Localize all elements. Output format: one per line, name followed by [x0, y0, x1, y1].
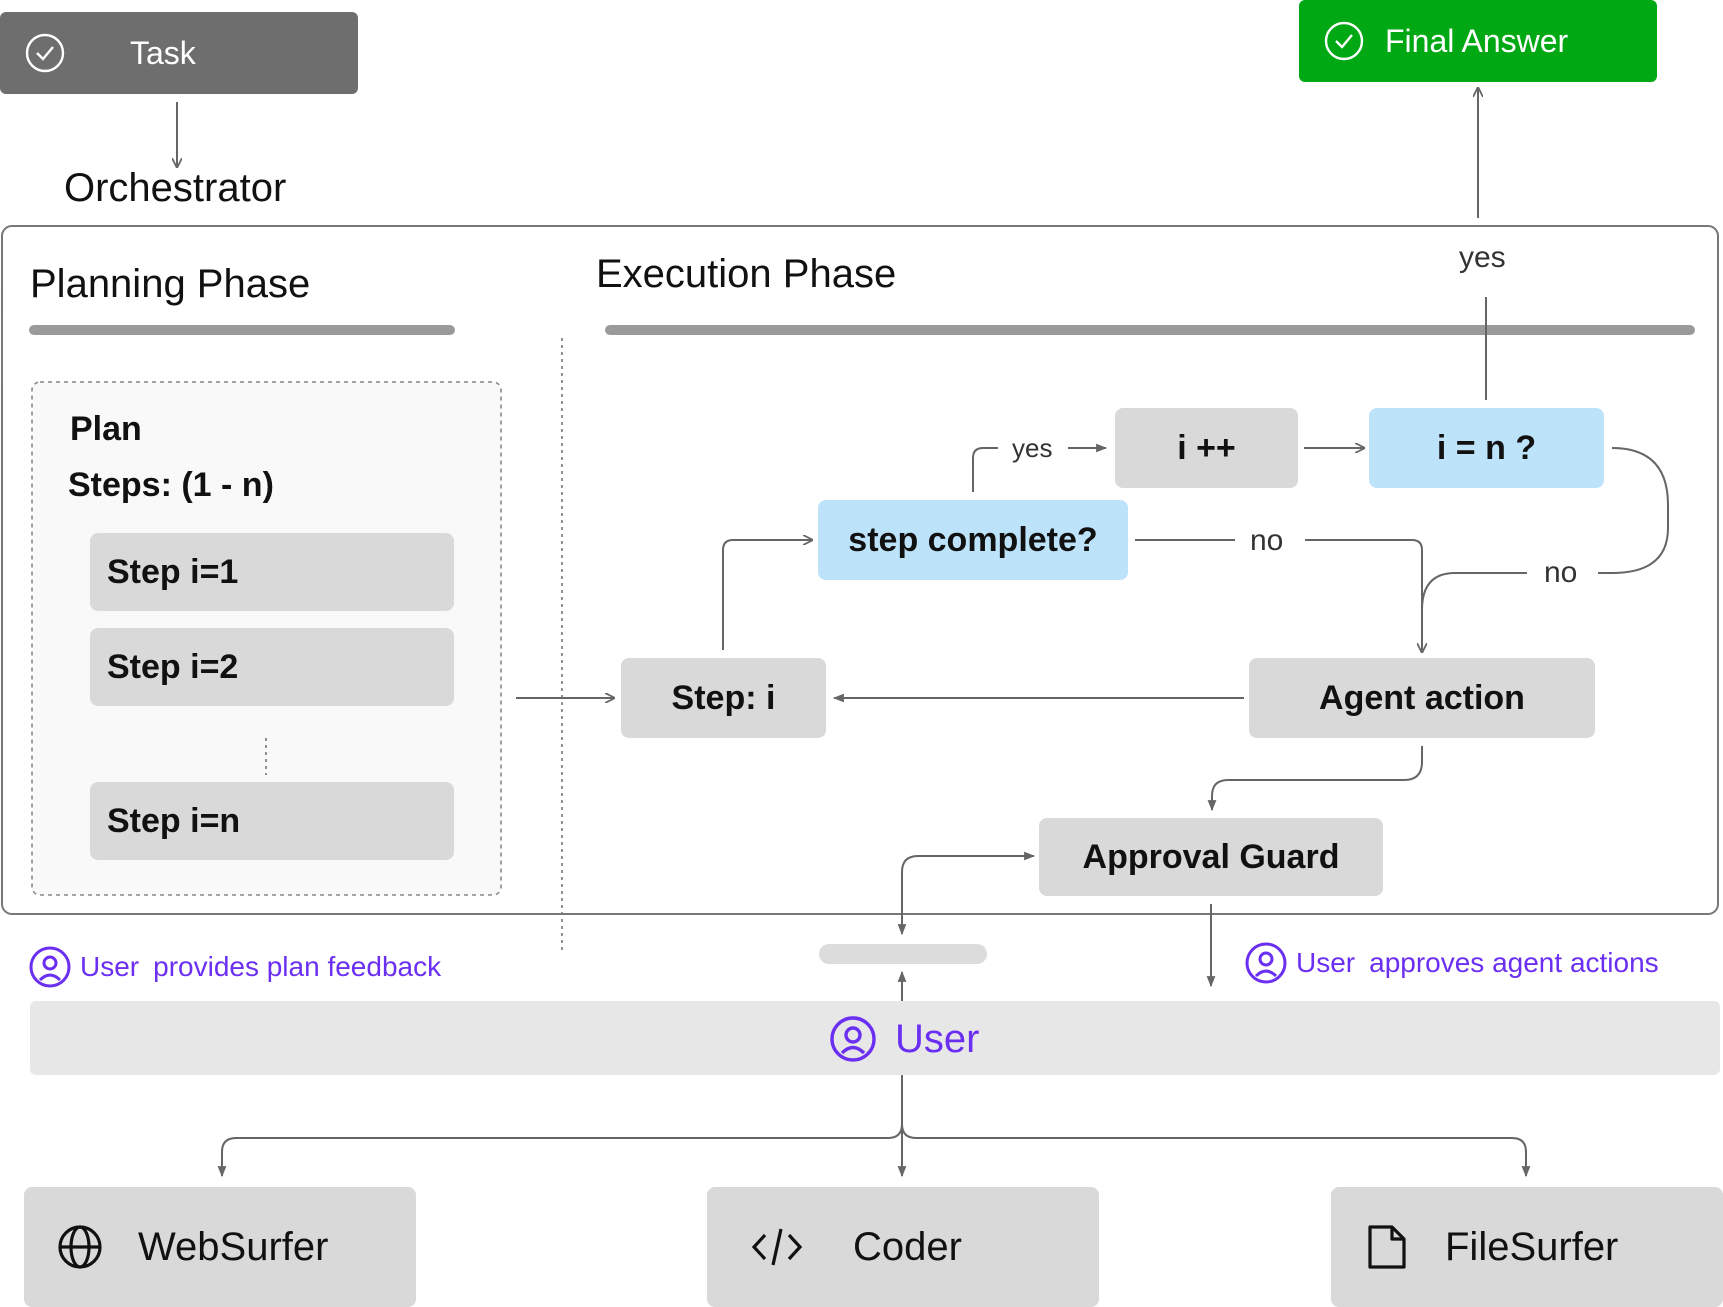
plan-step-label: Step i=2 [107, 647, 239, 686]
i-increment-node: i ++ [1115, 408, 1298, 488]
execution-phase-title: Execution Phase [596, 252, 897, 296]
user-icon [830, 1016, 876, 1062]
globe-icon [58, 1225, 102, 1269]
plan-step-2: Step i=2 [90, 628, 454, 706]
agent-label: Coder [853, 1224, 962, 1269]
step-i-label: Step: i [671, 678, 776, 717]
code-icon [751, 1228, 803, 1266]
i-increment-label: i ++ [1177, 428, 1236, 467]
plan-feedback-text: provides plan feedback [153, 951, 442, 982]
agent-filesurfer: FileSurfer [1331, 1187, 1723, 1307]
check-circle-icon [1324, 21, 1364, 61]
agent-websurfer: WebSurfer [24, 1187, 416, 1307]
agent-label: FileSurfer [1445, 1224, 1619, 1269]
agent-action-label: Agent action [1319, 678, 1525, 717]
edge-label-no-step: no [1250, 524, 1284, 557]
i-equals-n-decision: i = n ? [1369, 408, 1604, 488]
task-node: Task [0, 12, 358, 94]
approval-guard-label: Approval Guard [1082, 837, 1340, 876]
plan-steps-range: Steps: (1 - n) [68, 466, 274, 504]
approve-text: approves agent actions [1369, 947, 1659, 978]
file-icon [1368, 1225, 1406, 1269]
final-answer-label: Final Answer [1385, 22, 1569, 59]
step-complete-label: step complete? [848, 520, 1098, 559]
plan-step-label: Step i=n [107, 801, 241, 840]
plan-title: Plan [70, 410, 142, 448]
user-icon [29, 946, 71, 988]
approval-guard-node: Approval Guard [1039, 818, 1383, 896]
plan-feedback-note: User provides plan feedback [28, 944, 441, 990]
orchestrator-frame [1, 225, 1719, 915]
approve-user: User [1296, 947, 1356, 978]
edge-label-no-loop: no [1544, 556, 1578, 589]
plan-step-1: Step i=1 [90, 533, 454, 611]
user-bar-label: User [895, 1016, 980, 1061]
approve-actions-note: User approves agent actions [1244, 940, 1659, 986]
step-i-node: Step: i [621, 658, 826, 738]
check-circle-icon [25, 33, 65, 73]
final-answer-node: Final Answer [1299, 0, 1657, 82]
agent-label: WebSurfer [138, 1224, 329, 1269]
plan-feedback-user: User [80, 951, 140, 982]
task-label: Task [130, 34, 196, 71]
orchestrator-title: Orchestrator [64, 166, 287, 210]
user-bar-content: User [829, 1014, 979, 1064]
user-icon [1245, 942, 1287, 984]
agent-coder: Coder [707, 1187, 1099, 1307]
agent-action-node: Agent action [1249, 658, 1595, 738]
edge-label-yes-final: yes [1459, 241, 1506, 274]
planning-phase-title: Planning Phase [30, 262, 311, 306]
plan-step-label: Step i=1 [107, 552, 239, 591]
step-complete-decision: step complete? [818, 500, 1128, 580]
plan-step-n: Step i=n [90, 782, 454, 860]
i-equals-n-label: i = n ? [1436, 428, 1537, 467]
edge-label-yes: yes [1012, 433, 1053, 463]
user-connector-pill [819, 944, 987, 964]
